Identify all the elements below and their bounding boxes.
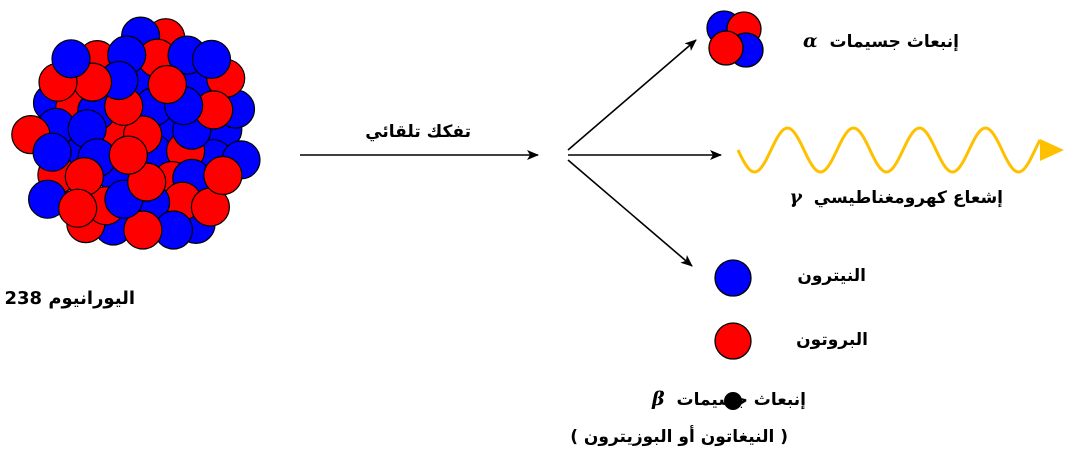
alpha-arrow [567, 39, 697, 151]
gamma-symbol: γ [789, 186, 802, 208]
nucleus-neutron [51, 39, 91, 79]
nucleus-neutron [191, 39, 232, 80]
alpha-particle-icon [706, 10, 764, 68]
neutron-label: النيترون [797, 266, 866, 286]
uranium-nucleus [11, 16, 261, 250]
beta-particle-icon [724, 392, 742, 410]
gamma-label: إشعاع كهرومغناطيسي γ [789, 186, 1003, 208]
nucleus-proton [108, 135, 148, 175]
beta-arrow [567, 159, 693, 267]
process-label: تفكك تلقائي [365, 122, 471, 142]
gamma-arrowhead [1040, 139, 1064, 161]
beta-symbol: β [652, 388, 665, 410]
nucleus-proton [123, 210, 163, 250]
nucleus-neutron [32, 132, 72, 172]
gamma-label-text: إشعاع كهرومغناطيسي [813, 188, 1003, 208]
alpha-label: إنبعاث جسيمات α [803, 30, 959, 52]
alpha-label-text: إنبعاث جسيمات [829, 32, 959, 52]
beta-note: ( النيغاتون أو البوزيترون ) [570, 427, 788, 447]
nucleus-proton [203, 155, 243, 196]
beta-label-text: إنبعاث جسيمات [676, 390, 806, 410]
alpha-symbol: α [803, 30, 818, 52]
beta-label: إنبعاث جسيمات β [652, 388, 806, 410]
alpha-proton [708, 30, 744, 66]
proton-icon [714, 322, 752, 360]
uranium-label: اليورانيوم 238 [4, 288, 135, 309]
proton-label: البروتون [796, 330, 868, 350]
nucleus-proton [58, 188, 98, 228]
neutron-icon [714, 259, 752, 297]
gamma-wave-icon [736, 126, 1042, 174]
nucleus-proton [147, 64, 187, 105]
